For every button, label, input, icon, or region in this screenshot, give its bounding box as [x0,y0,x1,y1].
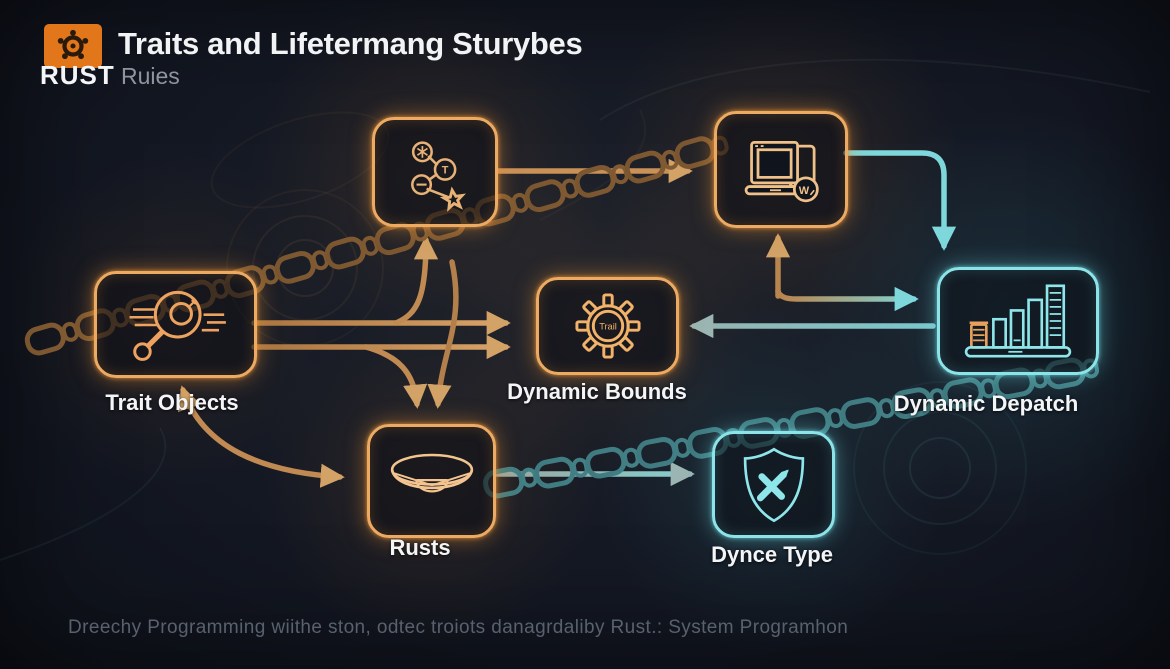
gear-center-text: Trail [599,321,617,331]
arrow-right-to-depatch [775,286,919,312]
rust-logo [44,24,102,68]
logo-wordmark: RUST [40,60,115,90]
arrow-monitor-to-depatch [843,150,957,251]
node-chart [937,267,1099,375]
bar-chart-icon [964,284,1072,358]
node-monitor: W [714,111,848,228]
node-letter-t: T [442,165,449,177]
arrow-trait-rusts-curve [177,385,345,488]
arrow-down-to-rusts-2 [427,259,459,409]
footer-caption: Dreechy Programming wiithe ston, odtec t… [68,617,849,638]
node-disc [367,424,496,538]
label-dynce-type: Dynce Type [711,542,833,567]
arrow-down-to-rusts-1 [363,344,428,409]
node-graph: T [372,117,498,227]
gear-icon: Trail [574,293,641,359]
node-gear: Trail [536,277,679,375]
node-shield [712,431,835,538]
disc-icon [390,453,473,493]
arrow-up-to-graph-node [393,235,439,326]
magnifier-icon [129,290,226,361]
node-magnifier [94,271,257,378]
page-title: Traits and Lifetermang Sturybes [118,26,583,61]
label-trait-objects: Trait Objects [105,390,239,415]
page-subtitle: Ruies [121,63,180,89]
network-graph-icon: T [411,141,466,212]
badge-letter-w: W [799,184,810,196]
rust-gear-icon [57,29,89,60]
label-rusts: Rusts [389,535,451,560]
label-dynamic-bounds: Dynamic Bounds [507,379,687,404]
shield-icon [743,447,804,522]
monitor-icon: W [744,140,819,202]
label-dynamic-depatch: Dynamic Depatch [893,391,1079,416]
